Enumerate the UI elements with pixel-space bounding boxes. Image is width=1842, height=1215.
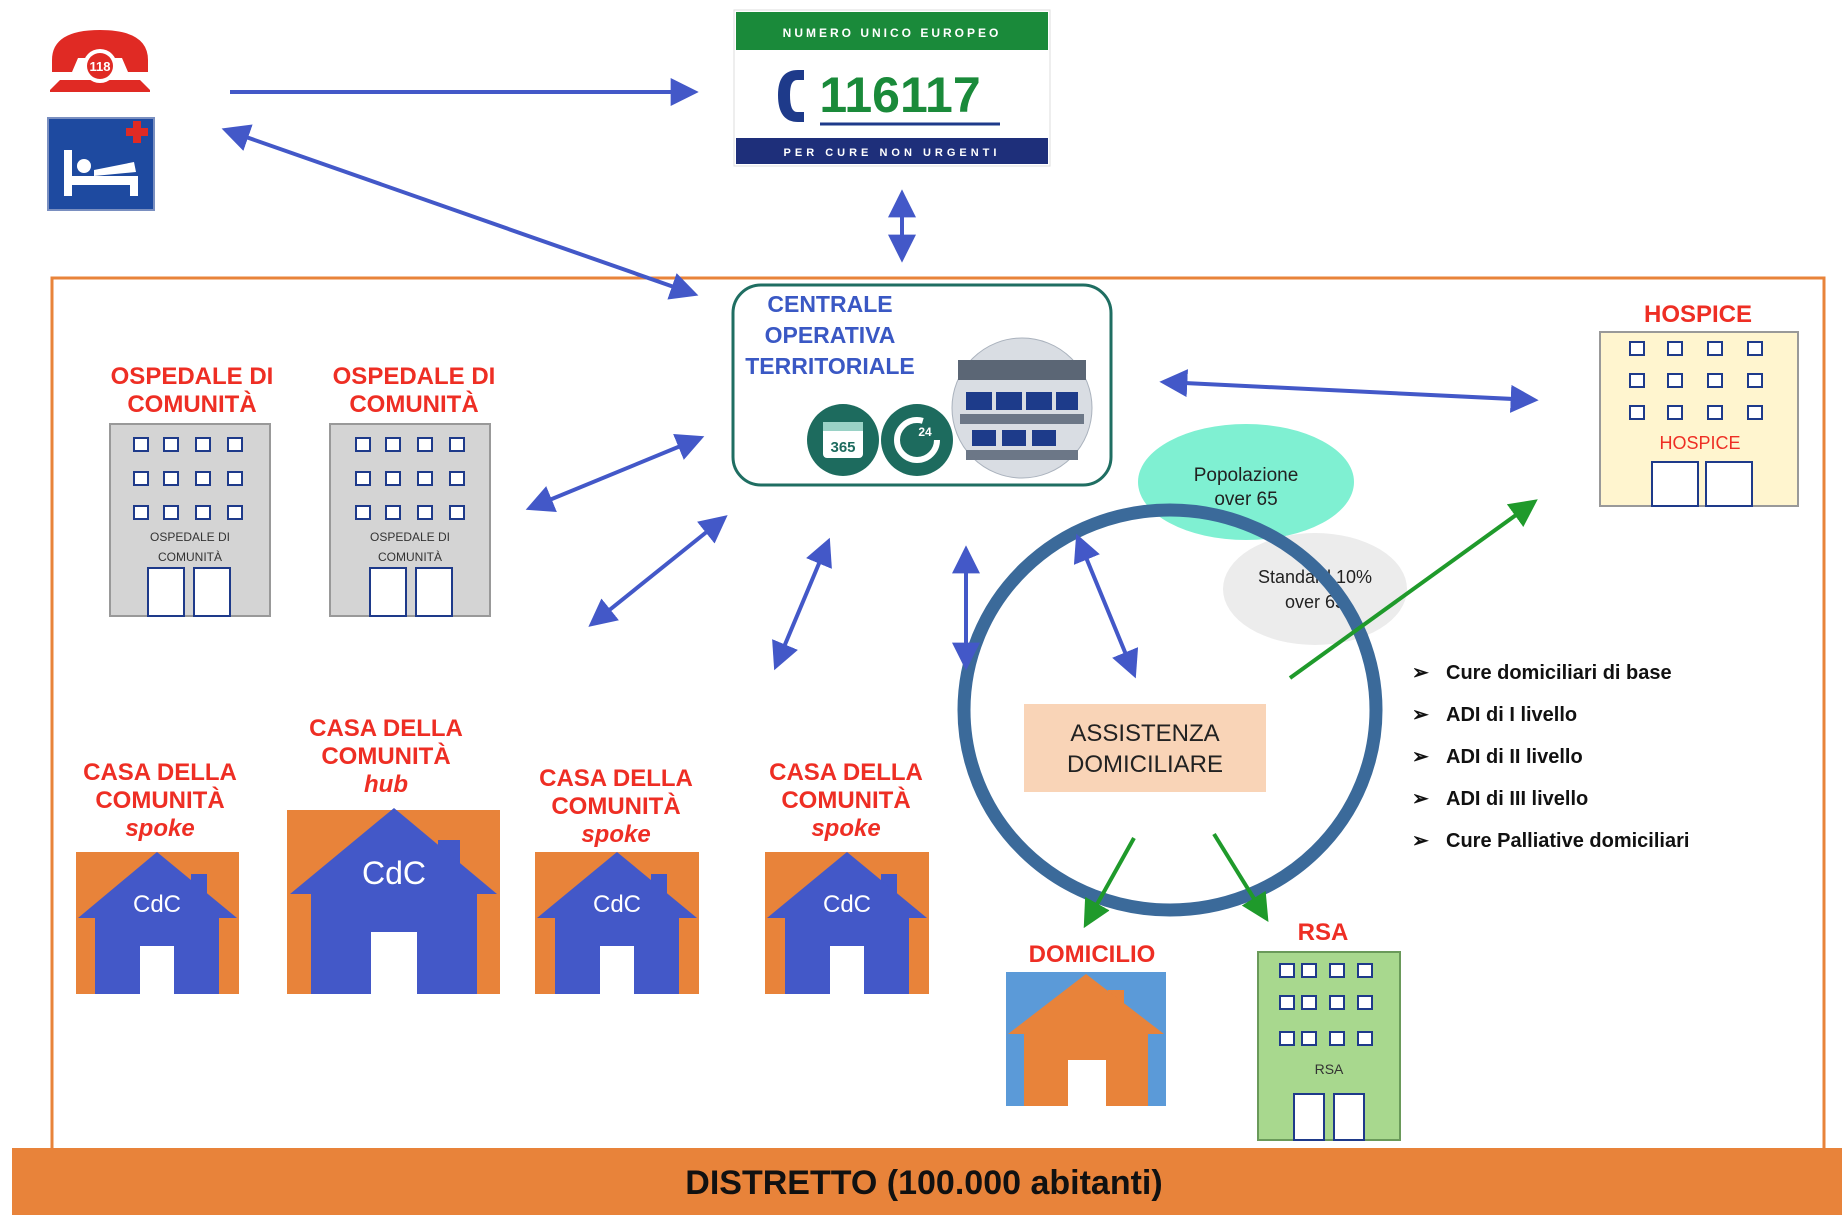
svg-text:24: 24 [918, 425, 932, 439]
popolazione-line2: over 65 [1214, 489, 1277, 510]
svg-text:CdC: CdC [823, 891, 871, 918]
assistenza-line2: DOMICILIARE [1067, 751, 1223, 778]
phone-handset-icon [778, 70, 804, 122]
svg-text:OSPEDALE DI: OSPEDALE DI [333, 363, 496, 390]
svg-text:COMUNITÀ: COMUNITÀ [349, 390, 478, 418]
emergency-phone-icon: 118 [50, 30, 150, 92]
services-bullet-4: ➢ [1412, 788, 1429, 810]
svg-text:COMUNITÀ: COMUNITÀ [95, 786, 224, 814]
control-room-photo [951, 337, 1093, 479]
casa-della-comunita-spoke-3: CASA DELLA COMUNITÀ spoke CdC [765, 759, 929, 994]
svg-text:DOMICILIO: DOMICILIO [1029, 941, 1156, 968]
svg-text:CASA DELLA: CASA DELLA [83, 759, 237, 786]
rsa-building: RSA RSA [1257, 919, 1401, 1141]
svg-text:COMUNITÀ: COMUNITÀ [127, 390, 256, 418]
svg-text:RSA: RSA [1298, 919, 1349, 946]
service-item-3: ADI di II livello [1446, 746, 1583, 768]
svg-text:COMUNITÀ: COMUNITÀ [378, 549, 442, 564]
standard-line2: over 65 [1285, 592, 1345, 612]
nue-bottom-banner: PER CURE NON URGENTI [784, 147, 1001, 159]
cot-line1: CENTRALE [767, 291, 892, 317]
arrow-cot-cdc-hub [588, 515, 728, 627]
ospedale-di-comunita-2: OSPEDALE DI COMUNITÀ OSPEDALE DI COMUNIT… [329, 363, 496, 617]
nue-116117-card: NUMERO UNICO EUROPEO 116117 PER CURE NON… [733, 9, 1051, 167]
svg-text:hub: hub [364, 771, 408, 798]
arrow-cot-assistenza [1073, 533, 1139, 679]
svg-text:spoke: spoke [811, 815, 880, 842]
calendar-365-icon: 365 [807, 404, 879, 476]
domicilio-house: DOMICILIO [1006, 941, 1166, 1106]
distretto-footer [12, 1148, 1842, 1215]
svg-text:HOSPICE: HOSPICE [1644, 301, 1752, 328]
svg-text:CdC: CdC [593, 891, 641, 918]
cot-line2: OPERATIVA [765, 322, 896, 348]
centrale-operativa-territoriale: CENTRALE OPERATIVA TERRITORIALE 365 24 [731, 283, 1113, 487]
svg-text:CdC: CdC [133, 891, 181, 918]
hospice-building: HOSPICE HOSPICE [1599, 301, 1799, 507]
svg-text:OSPEDALE DI: OSPEDALE DI [370, 530, 450, 544]
nue-number: 116117 [819, 67, 980, 123]
assistenza-domiciliare-box [1024, 704, 1266, 792]
service-item-5: Cure Palliative domiciliari [1446, 830, 1689, 852]
services-bullet-3: ➢ [1412, 746, 1429, 768]
svg-text:CdC: CdC [362, 855, 426, 891]
hospital-bed-icon [47, 117, 155, 211]
svg-text:CASA DELLA: CASA DELLA [539, 765, 693, 792]
arrow-assistenza-rsa [1212, 832, 1269, 922]
highlight-circle [957, 503, 1383, 917]
services-list: ➢ Cure domiciliari di base ➢ ADI di I li… [1412, 662, 1689, 852]
svg-text:COMUNITÀ: COMUNITÀ [781, 786, 910, 814]
services-bullet-1: ➢ [1412, 662, 1429, 684]
service-item-2: ADI di I livello [1446, 704, 1577, 726]
nue-top-banner: NUMERO UNICO EUROPEO [783, 26, 1002, 40]
service-item-1: Cure domiciliari di base [1446, 662, 1672, 684]
standard-ellipse [1223, 533, 1407, 645]
svg-text:365: 365 [830, 439, 855, 456]
svg-text:CASA DELLA: CASA DELLA [769, 759, 923, 786]
casa-della-comunita-hub: CASA DELLA COMUNITÀ hub CdC [287, 715, 500, 994]
clock-24-icon: 24 [881, 404, 953, 476]
arrow-cot-hospice [1159, 369, 1539, 413]
svg-text:COMUNITÀ: COMUNITÀ [551, 792, 680, 820]
casa-della-comunita-spoke-1: CASA DELLA COMUNITÀ spoke CdC [76, 759, 239, 994]
arrow-cot-cdc-spoke [772, 537, 832, 671]
svg-text:spoke: spoke [125, 815, 194, 842]
svg-text:spoke: spoke [581, 821, 650, 848]
emergency-number: 118 [90, 59, 111, 74]
svg-text:CASA DELLA: CASA DELLA [309, 715, 463, 742]
popolazione-line1: Popolazione [1194, 465, 1299, 486]
arrow-assistenza-hospice [1288, 499, 1538, 680]
services-bullet-2: ➢ [1412, 704, 1429, 726]
assistenza-line1: ASSISTENZA [1070, 720, 1219, 747]
svg-text:OSPEDALE DI: OSPEDALE DI [150, 530, 230, 544]
svg-text:COMUNITÀ: COMUNITÀ [158, 549, 222, 564]
svg-text:OSPEDALE DI: OSPEDALE DI [111, 363, 274, 390]
svg-text:RSA: RSA [1315, 1061, 1344, 1077]
arrow-assistenza-domicilio [1083, 837, 1136, 929]
svg-text:COMUNITÀ: COMUNITÀ [321, 742, 450, 770]
arrow-cot-ospedale [525, 433, 705, 513]
service-item-4: ADI di III livello [1446, 788, 1588, 810]
casa-della-comunita-spoke-2: CASA DELLA COMUNITÀ spoke CdC [535, 765, 699, 994]
services-bullet-5: ➢ [1412, 830, 1429, 852]
distretto-label: DISTRETTO (100.000 abitanti) [685, 1164, 1162, 1202]
cot-line3: TERRITORIALE [745, 353, 915, 379]
ospedale-di-comunita-1: OSPEDALE DI COMUNITÀ OSPEDALE DI COMUNIT… [109, 363, 274, 617]
arrow-cot-emergency [221, 124, 699, 300]
svg-text:HOSPICE: HOSPICE [1659, 433, 1740, 453]
